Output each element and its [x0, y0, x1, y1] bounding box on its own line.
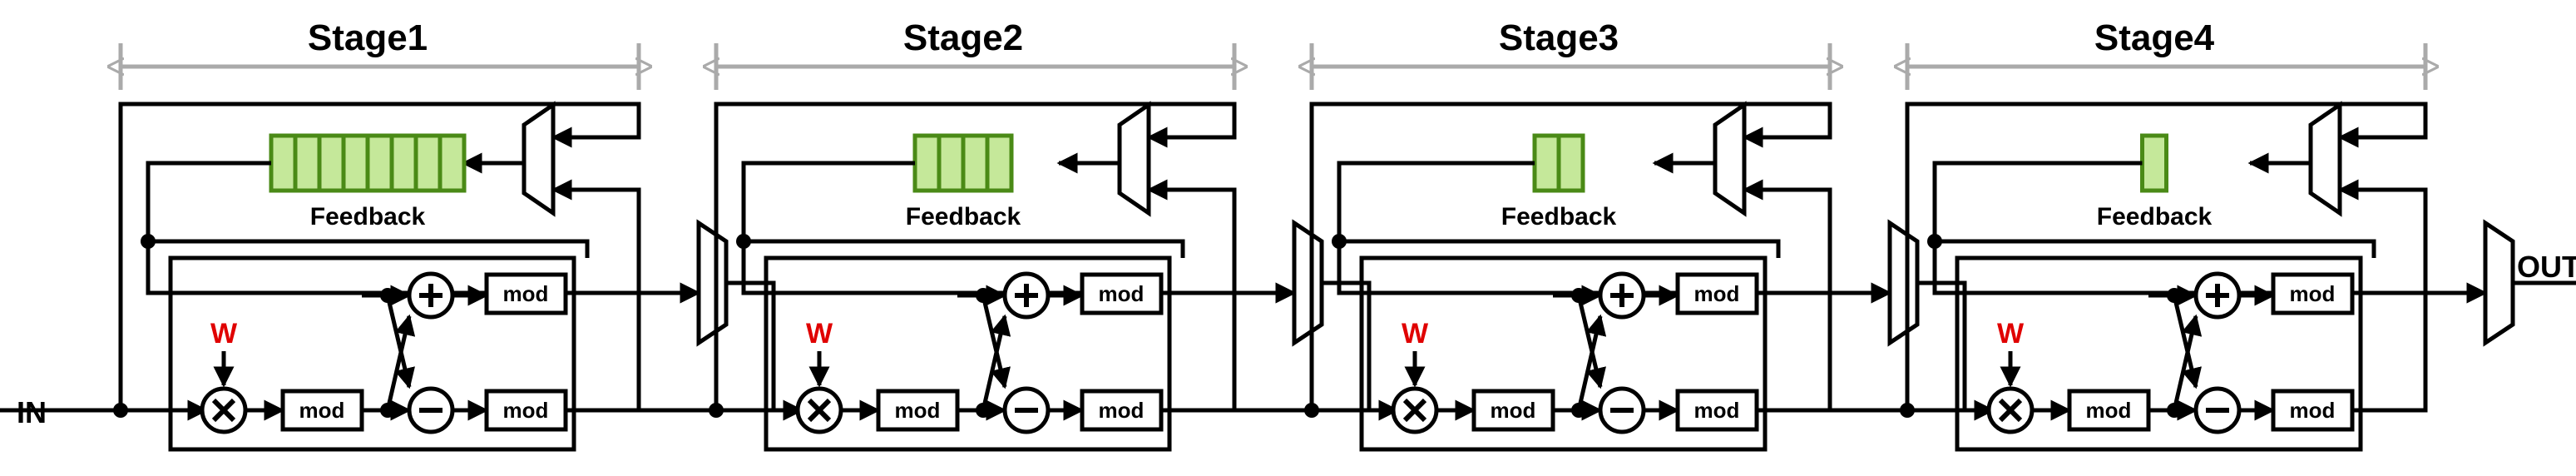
- output-mux: [1292, 219, 1324, 347]
- output-mux: [2483, 219, 2515, 347]
- feedback-label: Feedback: [310, 203, 426, 231]
- mod-block: [280, 389, 364, 432]
- stage-title: Stage2: [903, 17, 1023, 58]
- plus-icon: [419, 284, 443, 307]
- mod-label: mod: [2086, 398, 2132, 423]
- stage-title: Stage3: [1499, 17, 1619, 58]
- twiddle-w-label: W: [1402, 318, 1429, 350]
- cross-down: [385, 295, 415, 389]
- mod-block: [2271, 272, 2355, 315]
- stage-title: Stage4: [2094, 17, 2215, 58]
- cross-down: [1576, 295, 1606, 389]
- mod-label: mod: [2290, 398, 2336, 423]
- stage-title: Stage1: [308, 17, 428, 58]
- junction-dot: [736, 234, 751, 249]
- twiddle-w-label: W: [1997, 318, 2025, 350]
- junction-dot: [113, 403, 128, 418]
- output-mux: [696, 219, 729, 347]
- plus-icon: [1015, 284, 1038, 307]
- feedback-loop-top: [1905, 102, 2428, 410]
- output-mux: [1887, 219, 1920, 347]
- mod-block: [1080, 272, 1164, 315]
- feedback-label: Feedback: [1501, 203, 1617, 231]
- mod-label: mod: [2290, 281, 2336, 306]
- butterfly-box: [764, 255, 1172, 452]
- mod-block: [1080, 389, 1164, 432]
- mod-block: [2067, 389, 2151, 432]
- mod-label: mod: [1694, 398, 1740, 423]
- twiddle-w-label: W: [806, 318, 833, 350]
- mod-label: mod: [1099, 398, 1145, 423]
- mod-label: mod: [1491, 398, 1536, 423]
- plus-icon: [1610, 284, 1634, 307]
- plus-icon: [2206, 284, 2229, 307]
- multiply-icon: [807, 398, 832, 423]
- multiply-icon: [211, 398, 236, 423]
- cross-down: [2172, 295, 2202, 389]
- butterfly-box: [1955, 255, 2363, 452]
- junction-dot: [1304, 403, 1319, 418]
- multiply-icon: [1402, 398, 1427, 423]
- feedback-loop-top: [714, 102, 1237, 410]
- junction-dot: [1332, 234, 1347, 249]
- cross-down: [981, 295, 1011, 389]
- output-label: OUT: [2517, 250, 2576, 284]
- mod-label: mod: [1694, 281, 1740, 306]
- junction-dot: [709, 403, 724, 418]
- mod-label: mod: [895, 398, 941, 423]
- feedback-mux: [522, 101, 556, 217]
- feedback-label: Feedback: [2097, 203, 2213, 231]
- butterfly-box: [1359, 255, 1768, 452]
- junction-dot: [1900, 403, 1915, 418]
- multiply-icon: [1998, 398, 2023, 423]
- junction-dot: [1927, 234, 1942, 249]
- feedback-loop-top: [1309, 102, 1832, 410]
- mod-label: mod: [299, 398, 345, 423]
- feedback-mux: [2308, 101, 2342, 217]
- twiddle-w-label: W: [210, 318, 238, 350]
- feedback-loop-bottom: [2337, 179, 2428, 413]
- feedback-loop-top: [118, 102, 641, 410]
- mod-label: mod: [503, 281, 549, 306]
- mod-label: mod: [1099, 281, 1145, 306]
- feedback-mux: [1117, 101, 1151, 217]
- feedback-label: Feedback: [906, 203, 1021, 231]
- mod-block: [484, 272, 568, 315]
- butterfly-box: [168, 255, 576, 452]
- mod-label: mod: [503, 398, 549, 423]
- feedback-mux: [1713, 101, 1747, 217]
- feedback-buffer: [2140, 133, 2168, 193]
- mod-block: [2271, 389, 2355, 432]
- junction-dot: [141, 234, 156, 249]
